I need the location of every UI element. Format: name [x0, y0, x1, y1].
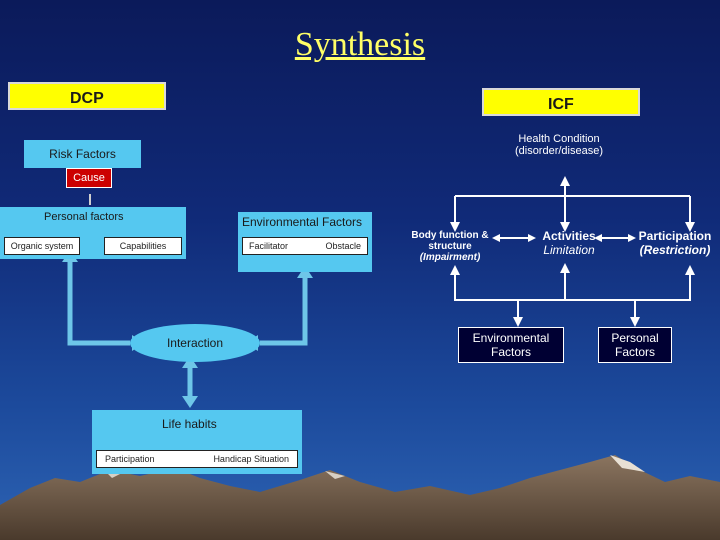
body-function-line1: Body function &	[411, 230, 489, 241]
risk-factors-box: Risk Factors	[24, 140, 141, 168]
icf-label: ICF	[548, 96, 574, 113]
dcp-header: DCP	[8, 82, 166, 110]
page-title: Synthesis	[294, 26, 426, 63]
interaction-label: Interaction	[166, 336, 224, 350]
health-condition-line1: Health Condition	[518, 133, 600, 145]
capabilities-label: Capabilities	[119, 241, 167, 251]
capabilities-box: Capabilities	[104, 237, 182, 255]
participation-label: Participation	[105, 454, 155, 464]
life-habits-label: Life habits	[162, 417, 217, 431]
icf-header: ICF	[482, 88, 640, 116]
activities-label: Activities Limitation	[532, 229, 606, 257]
participation-handicap-box: Participation Handicap Situation	[96, 450, 298, 468]
organic-system-label: Organic system	[10, 241, 74, 251]
activities-line1: Activities	[542, 229, 596, 243]
cause-label: Cause	[73, 172, 105, 184]
obstacle-label: Obstacle	[325, 241, 361, 251]
life-habits-box: Life habits Participation Handicap Situa…	[92, 410, 302, 474]
cause-box: Cause	[66, 168, 112, 188]
health-condition-line2: (disorder/disease)	[514, 145, 604, 157]
env-factors-line1: Environmental	[472, 331, 550, 345]
environmental-factors-icf-box: Environmental Factors	[458, 327, 564, 363]
activities-line2: Limitation	[543, 243, 595, 257]
environmental-factors-label: Environmental Factors	[242, 215, 363, 229]
participation-icf-line1: Participation	[638, 229, 712, 243]
body-function-label: Body function & structure (Impairment)	[400, 230, 500, 263]
body-function-line3: (Impairment)	[419, 252, 481, 263]
health-condition-label: Health Condition (disorder/disease)	[496, 133, 622, 157]
personal-factors-icf-line1: Personal	[611, 331, 659, 345]
personal-factors-icf-line2: Factors	[614, 345, 655, 359]
risk-factors-label: Risk Factors	[49, 147, 116, 161]
participation-icf-line2: (Restriction)	[639, 243, 711, 257]
environmental-factors-box: Environmental Factors Facilitator Obstac…	[238, 212, 372, 272]
body-function-line2: structure	[428, 241, 472, 252]
personal-factors-icf-box: Personal Factors	[598, 327, 672, 363]
personal-factors-label: Personal factors	[44, 211, 124, 223]
personal-factors-box: Personal factors Organic system Capabili…	[0, 207, 186, 259]
participation-icf-label: Participation (Restriction)	[634, 229, 716, 257]
organic-system-box: Organic system	[4, 237, 80, 255]
dcp-label: DCP	[70, 90, 104, 107]
env-factors-line2: Factors	[490, 345, 531, 359]
facilitator-label: Facilitator	[249, 241, 289, 251]
handicap-situation-label: Handicap Situation	[213, 454, 289, 464]
interaction-ellipse: Interaction	[130, 324, 260, 362]
facilitator-obstacle-box: Facilitator Obstacle	[242, 237, 368, 255]
